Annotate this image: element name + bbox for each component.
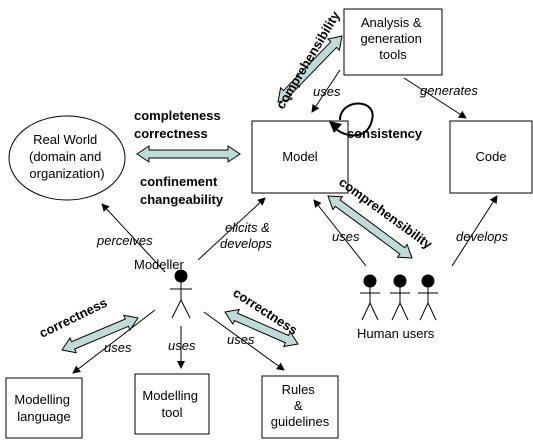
rules-guidelines-box xyxy=(261,375,339,439)
arrow-tools-generates-code xyxy=(403,77,467,119)
double-arrow-modeller-language xyxy=(61,314,139,354)
modelling-language-box xyxy=(5,377,83,439)
modelling-language-label: Modelling language xyxy=(14,392,73,424)
arrow-humans-uses-model xyxy=(313,199,367,267)
quality-changeability: changeability xyxy=(140,192,224,207)
edge-label-develops: develops xyxy=(456,229,509,244)
double-arrow-realworld-model xyxy=(136,145,241,163)
arrow-tools-uses-model xyxy=(311,69,341,113)
rules-guidelines-label: Rules & guidelines xyxy=(271,382,330,429)
consistency-loop-arrowhead xyxy=(329,121,342,133)
real-world-ellipse xyxy=(8,115,126,201)
edge-label-uses-language: uses xyxy=(104,340,132,355)
quality-correctness-top: correctness xyxy=(134,126,208,141)
edge-label-uses-tool: uses xyxy=(168,338,196,353)
arrow-modeller-uses-rules xyxy=(203,311,285,371)
model-label: Model xyxy=(282,149,318,164)
arrow-modeller-develops-model xyxy=(197,197,266,261)
real-world-label: Real World (domain and organization) xyxy=(29,132,105,181)
edge-label-generates: generates xyxy=(420,83,478,98)
edge-label-perceives: perceives xyxy=(96,233,153,248)
arrow-modeller-perceives-realworld xyxy=(101,203,166,273)
arrow-humans-develops-code xyxy=(451,195,498,267)
double-arrow-modeller-rules xyxy=(224,308,299,348)
quality-consistency: consistency xyxy=(347,126,423,141)
code-label: Code xyxy=(475,149,506,164)
modeller-figure xyxy=(170,269,192,319)
double-arrow-tools-model xyxy=(277,35,343,103)
modelling-tool-box xyxy=(134,373,210,435)
edge-label-uses-tools: uses xyxy=(313,84,341,99)
modeller-label: Modeller xyxy=(134,257,185,272)
modelling-tool-label: Modelling tool xyxy=(142,388,201,420)
human-users-label: Human users xyxy=(357,326,435,341)
edge-label-uses-humans: uses xyxy=(332,229,360,244)
human-user-figure-1 xyxy=(360,274,380,321)
human-user-figure-2 xyxy=(390,274,410,321)
code-box xyxy=(449,120,533,194)
analysis-tools-box xyxy=(343,8,443,76)
consistency-loop-arrow xyxy=(334,102,374,137)
double-arrow-model-humans xyxy=(327,195,413,259)
arrow-modeller-uses-language xyxy=(72,309,156,374)
edge-label-elicits-develops: elicits & develops xyxy=(220,220,273,251)
human-user-figure-3 xyxy=(418,274,438,321)
analysis-tools-label: Analysis & generation tools xyxy=(360,15,425,62)
edge-label-uses-rules: uses xyxy=(227,332,255,347)
quality-completeness: completeness xyxy=(134,108,221,123)
model-box xyxy=(251,120,349,194)
quality-confinement: confinement xyxy=(140,174,218,189)
